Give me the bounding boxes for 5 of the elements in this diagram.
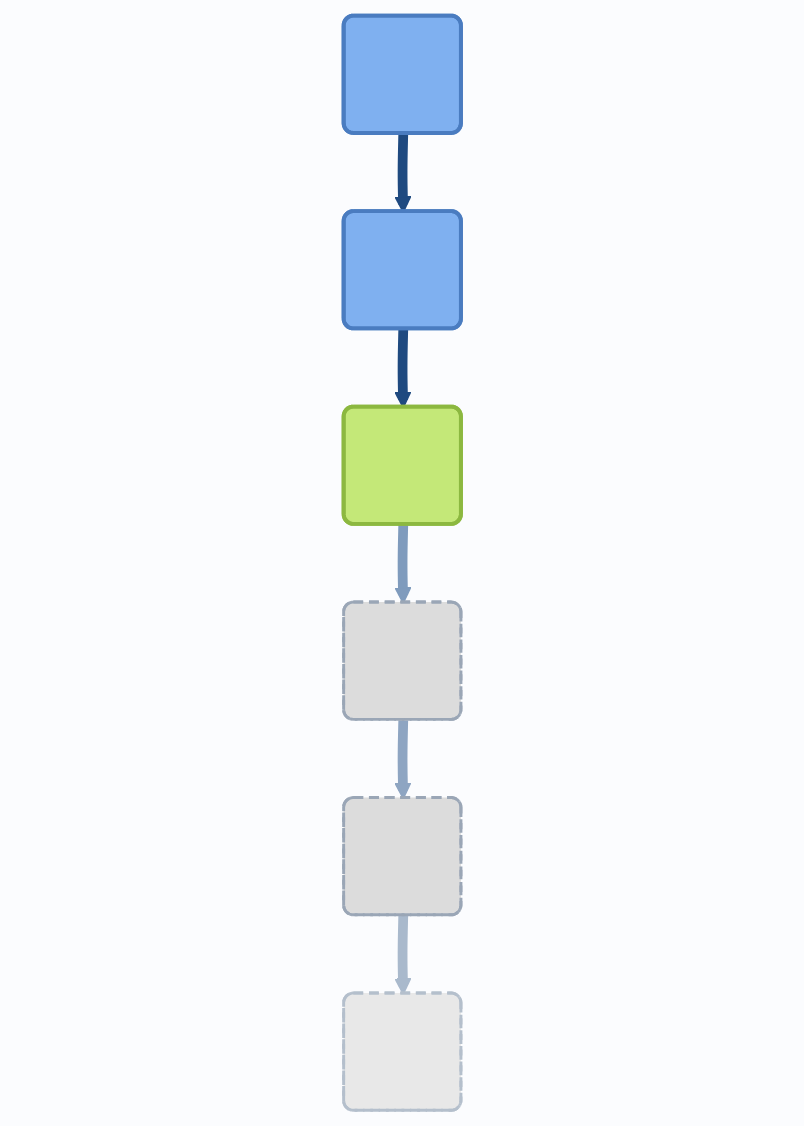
arrow bbox=[394, 133, 412, 213]
arrow bbox=[394, 720, 412, 800]
arrow bbox=[394, 524, 412, 604]
arrow bbox=[394, 915, 412, 995]
arrow bbox=[394, 329, 412, 409]
